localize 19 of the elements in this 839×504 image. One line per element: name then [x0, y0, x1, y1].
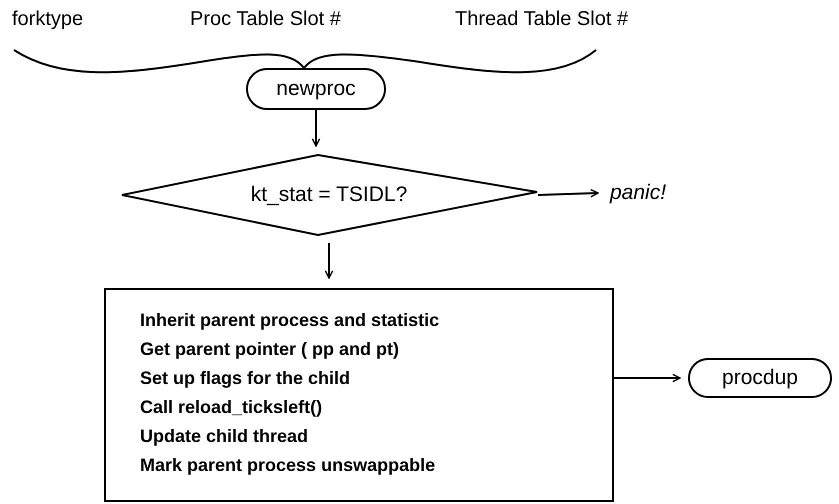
parameter-label: Proc Table Slot # [190, 8, 341, 31]
parameter-label: forktype [12, 8, 84, 31]
process-box [104, 288, 614, 502]
condition-text: kt_stat = TSIDL? [250, 183, 408, 207]
step-text: Get parent pointer ( pp and pt) [140, 339, 400, 360]
step-text: Call reload_ticksleft() [140, 397, 324, 418]
arrow [538, 188, 599, 198]
terminal-pill: newproc [246, 68, 386, 110]
terminal-pill: procdup [688, 358, 832, 398]
arrow [324, 243, 334, 279]
decision-diamond [121, 154, 538, 236]
parameter-label: Thread Table Slot # [455, 8, 628, 31]
step-text: Inherit parent process and statistic [140, 310, 440, 331]
step-text: Mark parent process unswappable [140, 455, 436, 476]
outcome-text: panic! [610, 181, 666, 205]
arrow [614, 374, 681, 382]
step-text: Set up flags for the child [140, 368, 352, 389]
step-text: Update child thread [140, 426, 310, 447]
arrow [312, 110, 320, 147]
